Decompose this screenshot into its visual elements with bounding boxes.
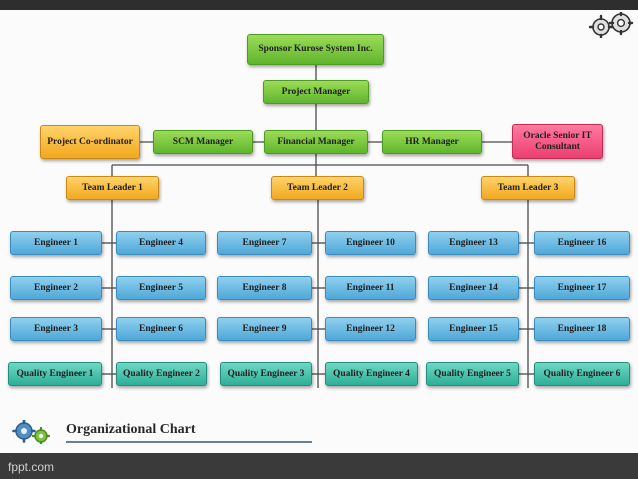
engineer-16-box: Engineer 16: [534, 231, 630, 255]
oracle-consultant-box: Oracle Senior IT Consultant: [512, 124, 603, 159]
brand-label: fppt.com: [8, 460, 55, 474]
title-gears-icon: [12, 420, 51, 444]
chart-title: Organizational Chart: [66, 422, 196, 437]
coordinator-box: Project Co-ordinator: [40, 125, 140, 159]
team-leader-2-box: Team Leader 2: [271, 176, 364, 200]
engineer-4-box: Engineer 4: [116, 231, 206, 255]
engineer-14-box: Engineer 14: [428, 276, 519, 300]
title-underline: [66, 441, 312, 443]
hr-manager-box: HR Manager: [382, 130, 482, 154]
engineer-13-box: Engineer 13: [428, 231, 519, 255]
engineer-6-box: Engineer 6: [116, 317, 206, 341]
quality-engineer-2-box: Quality Engineer 2: [116, 362, 207, 386]
engineer-11-box: Engineer 11: [325, 276, 416, 300]
quality-engineer-4-box: Quality Engineer 4: [325, 362, 418, 386]
chart-title-area: Organizational Chart: [12, 420, 312, 444]
engineer-10-box: Engineer 10: [325, 231, 416, 255]
team-leader-3-box: Team Leader 3: [481, 176, 575, 200]
financial-manager-box: Financial Manager: [264, 130, 368, 154]
top-bar: [0, 0, 638, 10]
engineer-2-box: Engineer 2: [10, 276, 102, 300]
gears-icon: [588, 12, 634, 38]
quality-engineer-3-box: Quality Engineer 3: [220, 362, 312, 386]
engineer-17-box: Engineer 17: [534, 276, 630, 300]
quality-engineer-5-box: Quality Engineer 5: [426, 362, 519, 386]
engineer-8-box: Engineer 8: [217, 276, 312, 300]
engineer-18-box: Engineer 18: [534, 317, 630, 341]
engineer-3-box: Engineer 3: [10, 317, 102, 341]
sponsor-box: Sponsor Kurose System Inc.: [247, 34, 384, 65]
engineer-5-box: Engineer 5: [116, 276, 206, 300]
engineer-7-box: Engineer 7: [217, 231, 312, 255]
project-manager-box: Project Manager: [263, 80, 369, 104]
engineer-12-box: Engineer 12: [325, 317, 416, 341]
quality-engineer-6-box: Quality Engineer 6: [534, 362, 630, 386]
bottom-bar: [0, 453, 638, 479]
engineer-1-box: Engineer 1: [10, 231, 102, 255]
team-leader-1-box: Team Leader 1: [66, 176, 159, 200]
engineer-9-box: Engineer 9: [217, 317, 312, 341]
engineer-15-box: Engineer 15: [428, 317, 519, 341]
quality-engineer-1-box: Quality Engineer 1: [8, 362, 102, 386]
scm-manager-box: SCM Manager: [153, 130, 253, 154]
